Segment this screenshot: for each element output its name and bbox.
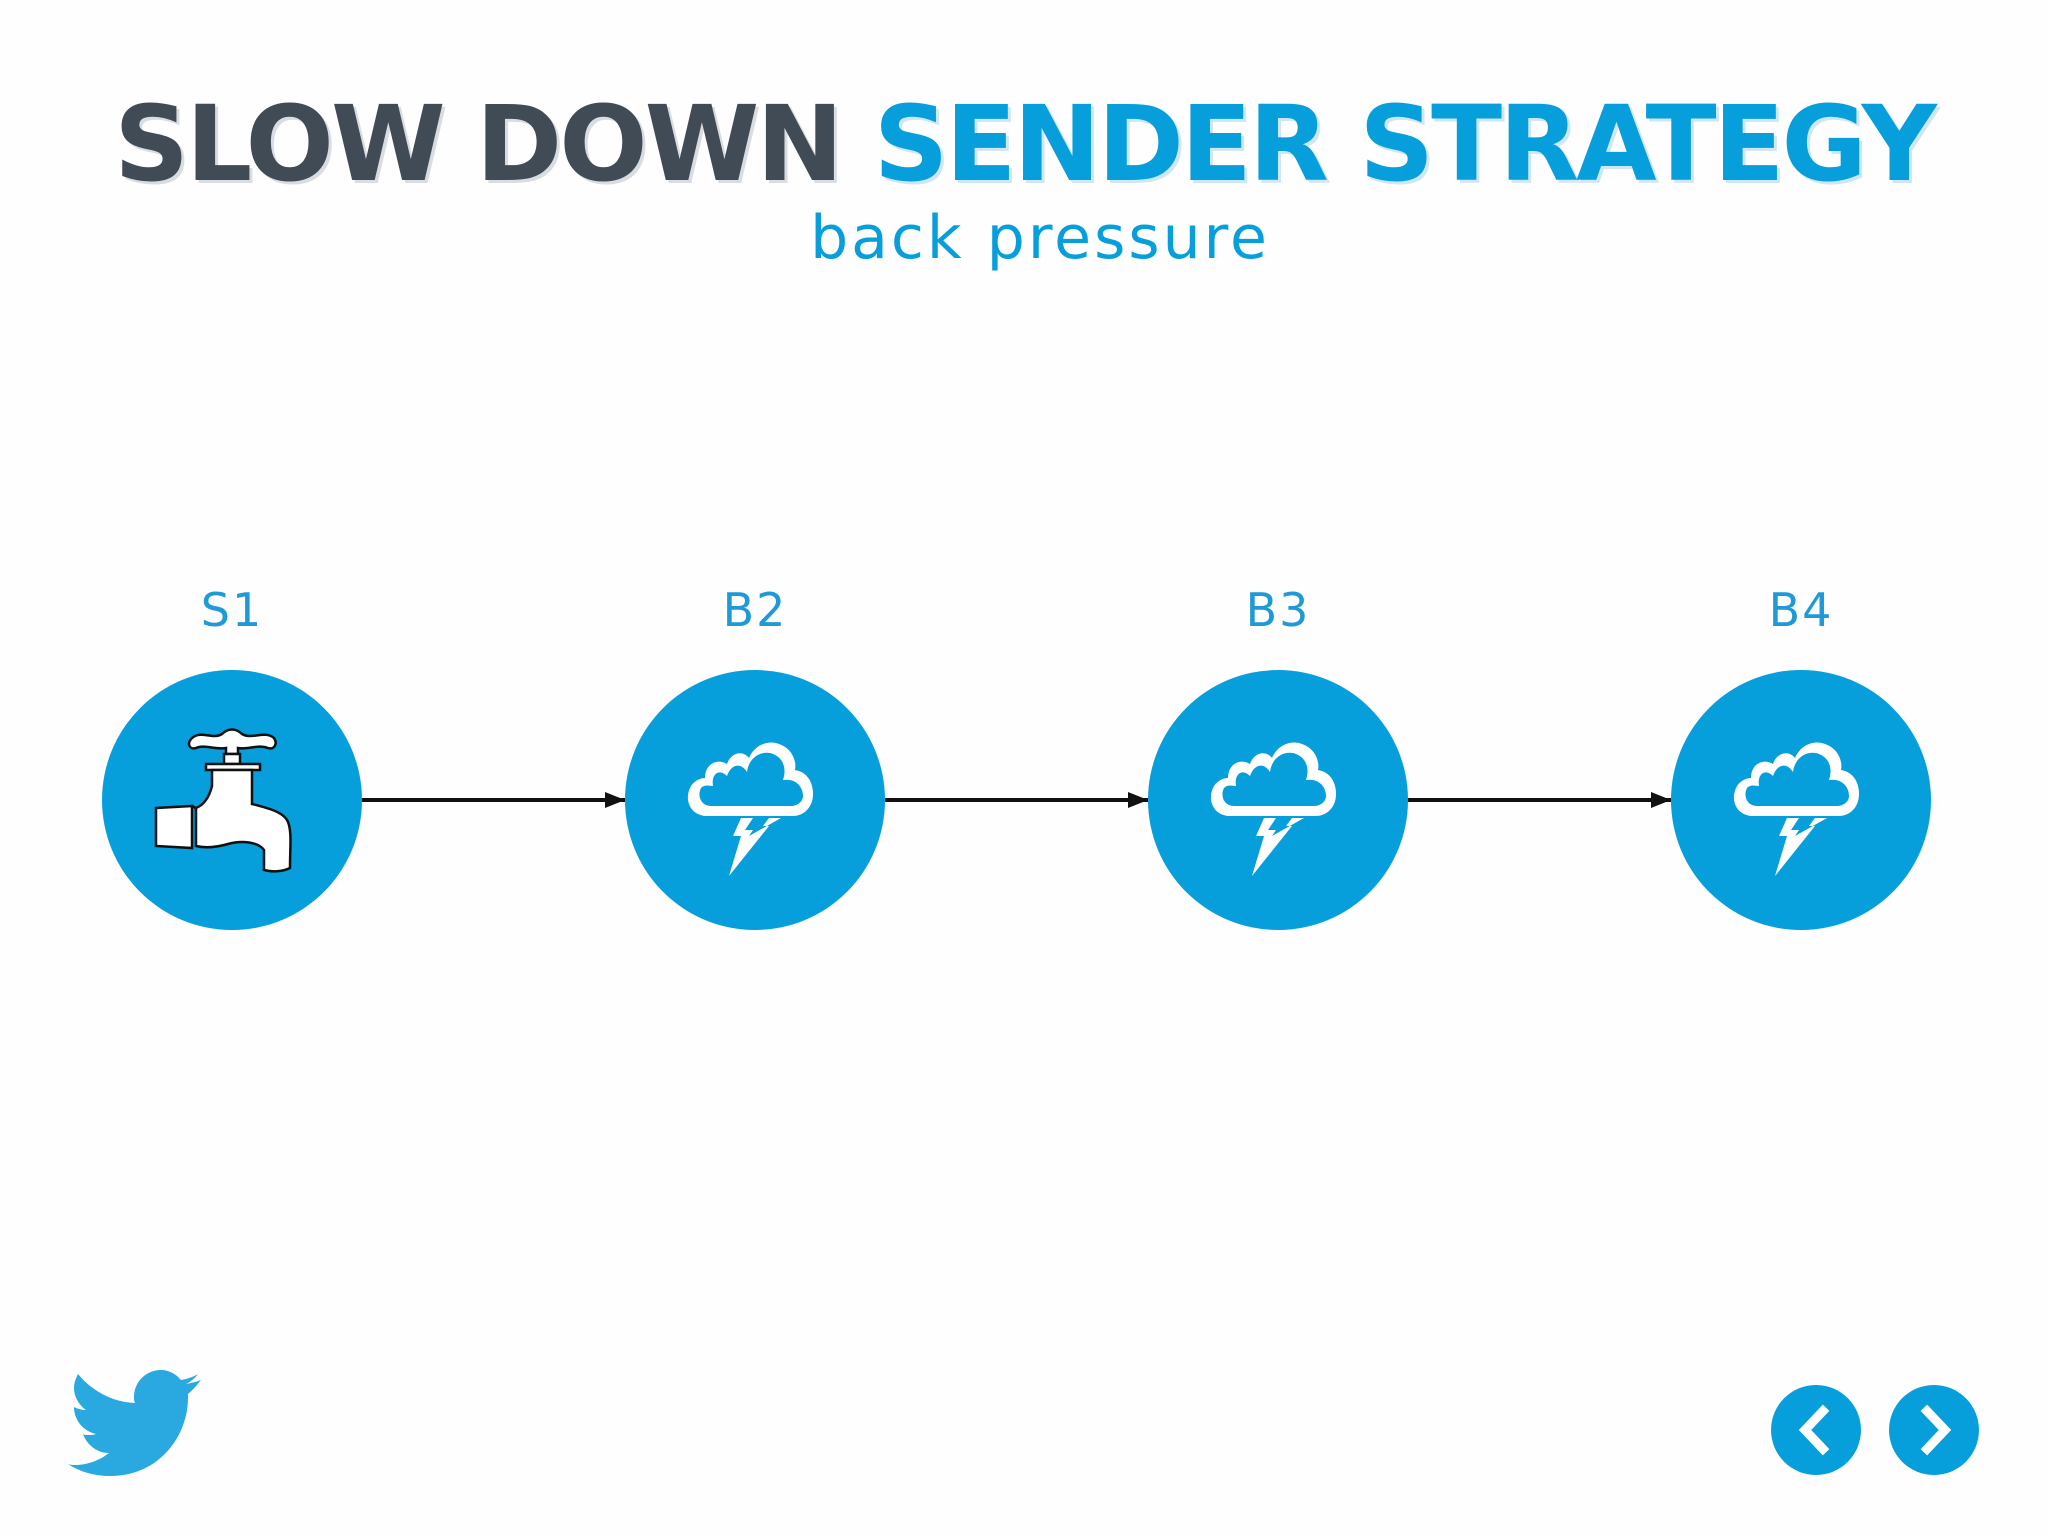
next-slide-button[interactable] <box>1889 1385 1979 1475</box>
node-b2: B2 <box>625 583 885 930</box>
storm-cloud-icon <box>687 742 813 876</box>
slide-title: SLOW DOWN SENDER STRATEGY <box>0 92 2048 196</box>
node-label-b3: B3 <box>1246 583 1311 637</box>
node-label-b4: B4 <box>1769 583 1834 637</box>
chevron-left-icon <box>1798 1404 1830 1456</box>
twitter-bird-icon <box>68 1370 201 1476</box>
chevron-right-icon <box>1920 1404 1952 1456</box>
title-dark-part: SLOW DOWN <box>114 83 843 205</box>
faucet-icon <box>154 728 292 873</box>
prev-slide-button[interactable] <box>1771 1385 1861 1475</box>
slide-subtitle: back pressure <box>810 203 1270 273</box>
node-s1: S1 <box>102 583 362 930</box>
node-label-b2: B2 <box>723 583 788 637</box>
node-b3: B3 <box>1148 583 1408 930</box>
node-label-s1: S1 <box>201 583 263 637</box>
storm-cloud-icon <box>1733 742 1859 876</box>
node-b4: B4 <box>1671 583 1931 930</box>
title-blue-part: SENDER STRATEGY <box>873 83 1937 205</box>
nodes-layer: S1 B2 B3 B4 <box>102 583 1931 930</box>
storm-cloud-icon <box>1210 742 1336 876</box>
